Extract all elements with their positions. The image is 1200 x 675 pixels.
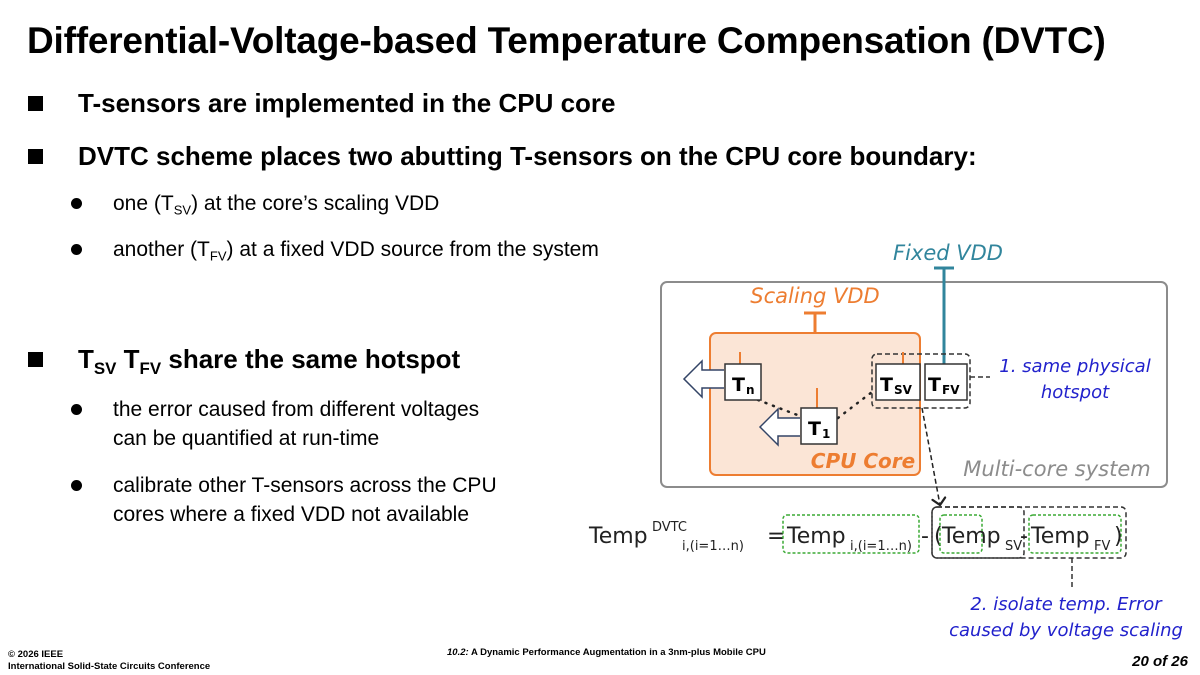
svg-text:1: 1	[822, 427, 830, 441]
paper-title: A Dynamic Performance Augmentation in a …	[468, 647, 766, 658]
sensor-tfv: T FV	[924, 363, 968, 401]
eq-term1-sub: i,(i=1…n)	[850, 539, 912, 554]
square-bullet-icon	[28, 96, 43, 111]
sub-bullet-3-1: the error caused from different voltages…	[71, 395, 480, 453]
eq-close-paren: )	[1114, 524, 1123, 549]
eq-term2-box	[939, 514, 983, 554]
note-isolate-line1: 2. isolate temp. Error	[970, 594, 1163, 615]
svg-text:T: T	[808, 418, 821, 440]
t1-output-arrow-icon	[758, 407, 800, 447]
tsv-label: T	[78, 344, 94, 374]
note-same-hotspot-line1: 1. same physical	[999, 356, 1150, 377]
svg-text:T: T	[880, 374, 893, 396]
eq-lhs: Temp	[588, 524, 648, 549]
cpu-core-label: CPU Core	[811, 449, 915, 473]
bullet-1-text: T-sensors are implemented in the CPU cor…	[78, 88, 616, 118]
paper-id: 10.2:	[447, 647, 469, 658]
eq-term3-sub: FV	[1094, 539, 1110, 554]
subscript: FV	[209, 248, 227, 264]
hotspot-dashed-box	[871, 353, 971, 409]
eq-lhs-sup: DVTC	[652, 520, 687, 535]
footer-paper-title: 10.2: A Dynamic Performance Augmentation…	[447, 647, 766, 658]
eq-minus2: -	[1020, 524, 1028, 549]
sub-bullet-line: calibrate other T-sensors across the CPU	[113, 474, 497, 497]
eq-lhs-sub: i,(i=1…n)	[682, 539, 744, 554]
sub-bullet-2-2: another (TFV) at a fixed VDD source from…	[71, 235, 599, 264]
note-isolate-line2: caused by voltage scaling	[949, 620, 1183, 641]
bullet-3-text: share the same hotspot	[161, 344, 461, 374]
multicore-system-box	[660, 281, 1168, 488]
sub-bullet-text: one (T	[113, 192, 174, 215]
eq-minus: -	[921, 524, 929, 549]
sub-bullet-text: ) at a fixed VDD source from the system	[226, 238, 599, 261]
scaling-vdd-label: Scaling VDD	[750, 284, 879, 308]
sensor-tn: T n	[724, 363, 762, 401]
eq-term3-box	[1028, 514, 1122, 554]
eq-equals: =	[767, 524, 785, 549]
footer-copyright: © 2026 IEEE International Solid-State Ci…	[8, 649, 210, 673]
svg-text:SV: SV	[894, 383, 913, 397]
subscript: FV	[139, 358, 162, 378]
hotspot-to-equation-arrow	[921, 407, 940, 505]
sub-bullet-line: the error caused from different voltages	[113, 398, 480, 421]
sub-bullet-2-1: one (TSV) at the core’s scaling VDD	[71, 189, 440, 218]
bullet-1: T-sensors are implemented in the CPU cor…	[28, 88, 616, 119]
bullet-2: DVTC scheme places two abutting T-sensor…	[28, 141, 977, 172]
svg-text:T: T	[928, 374, 941, 396]
eq-open-paren: (	[934, 524, 943, 549]
sensor-tsv: T SV	[875, 363, 921, 401]
sensor-t1: T 1	[800, 407, 838, 445]
dot-bullet-icon	[71, 198, 82, 209]
bullet-2-text: DVTC scheme places two abutting T-sensor…	[78, 141, 977, 171]
fixed-vdd-label: Fixed VDD	[893, 241, 1003, 265]
tfv-label: T	[116, 344, 140, 374]
sub-bullet-text: another (T	[113, 238, 210, 261]
dot-bullet-icon	[71, 244, 82, 255]
sub-bullet-line: cores where a fixed VDD not available	[113, 503, 470, 526]
svg-text:FV: FV	[942, 383, 960, 397]
eq-diff-dashed-box	[931, 506, 1127, 559]
svg-text:n: n	[746, 383, 755, 397]
eq-term2: Temp	[941, 524, 1001, 549]
conference-name: International Solid-State Circuits Confe…	[8, 661, 211, 672]
note-same-hotspot-line2: hotspot	[1041, 382, 1110, 403]
sensor-chain-dots	[756, 398, 802, 418]
eq-term2-sub: SV	[1005, 539, 1022, 554]
slide-title: Differential-Voltage-based Temperature C…	[27, 20, 1106, 61]
sub-bullet-3-2: calibrate other T-sensors across the CPU…	[71, 471, 497, 529]
eq-term1: Temp	[786, 524, 846, 549]
square-bullet-icon	[28, 352, 43, 367]
sub-bullet-text: ) at the core’s scaling VDD	[191, 192, 440, 215]
dot-bullet-icon	[71, 404, 82, 415]
svg-text:T: T	[732, 374, 745, 396]
tn-output-arrow-icon	[682, 359, 724, 399]
subscript: SV	[173, 202, 192, 218]
sensor-chain-dots	[836, 390, 874, 420]
dot-bullet-icon	[71, 480, 82, 491]
copyright-text: © 2026 IEEE	[8, 649, 64, 660]
bullet-3: TSV TFV share the same hotspot	[28, 344, 461, 378]
eq-term3: Temp	[1030, 524, 1090, 549]
sub-bullet-line: can be quantified at run-time	[113, 427, 380, 450]
dvtc-equation: Temp DVTC i,(i=1…n) = Temp i,(i=1…n) - (…	[588, 506, 1123, 559]
multicore-label: Multi-core system	[963, 457, 1150, 481]
page-number: 20 of 26	[1132, 653, 1188, 670]
square-bullet-icon	[28, 149, 43, 164]
subscript: SV	[93, 358, 117, 378]
